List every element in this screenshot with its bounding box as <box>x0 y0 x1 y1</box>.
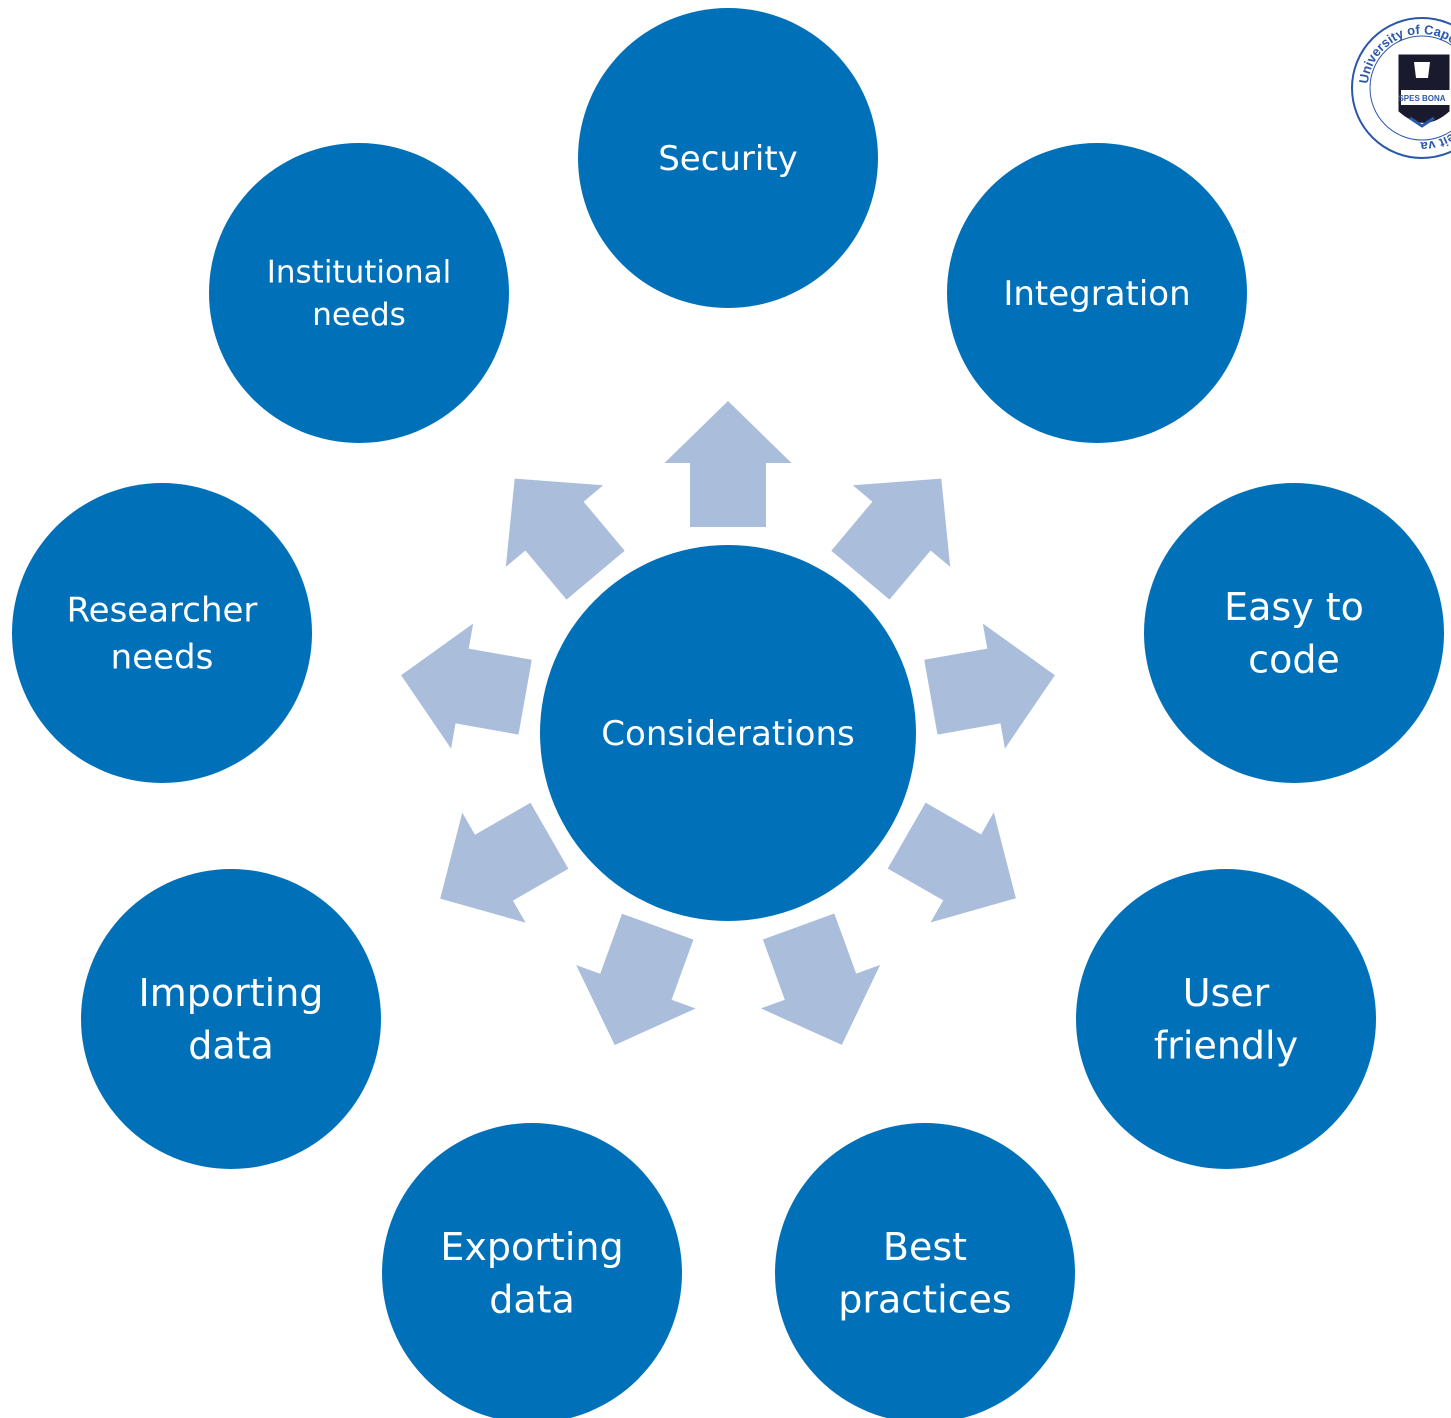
node-best-practices-label-line: Best <box>883 1225 967 1269</box>
node-exporting-data-label-line: data <box>489 1278 575 1322</box>
node-security: Security <box>578 8 878 308</box>
node-easy-to-code-label-line: code <box>1248 638 1340 682</box>
node-easy-to-code-circle <box>1144 483 1444 783</box>
arrow-to-institutional-needs <box>505 478 625 600</box>
node-importing-data-label-line: Importing <box>139 971 324 1015</box>
node-security-circle <box>578 8 878 308</box>
node-exporting-data-label-line: Exporting <box>440 1225 623 1269</box>
node-institutional-needs: Institutional needs <box>209 143 509 443</box>
node-importing-data-label-line: data <box>188 1024 274 1068</box>
node-researcher-needs-label-line: needs <box>111 637 214 677</box>
arrow-to-integration <box>831 478 951 600</box>
uct-crest-icon: SPES BONA <box>1395 51 1451 128</box>
center-node-considerations-circle <box>540 545 916 921</box>
arrow-to-researcher-needs <box>401 623 532 749</box>
node-institutional-needs-label-line: needs <box>312 297 406 333</box>
logo-outer-ring <box>1351 17 1451 159</box>
node-exporting-data-circle <box>382 1123 682 1418</box>
node-user-friendly-label-line: User <box>1183 971 1270 1015</box>
arrow-to-importing-data <box>440 802 569 923</box>
node-researcher-needs-label-line: Researcher <box>67 590 258 630</box>
center-node-considerations: Considerations <box>540 545 916 921</box>
node-importing-data: Importing data <box>81 869 381 1169</box>
node-integration-label-line: Integration <box>1003 274 1190 314</box>
node-best-practices-label-line: practices <box>838 1278 1011 1322</box>
node-best-practices-circle <box>775 1123 1075 1418</box>
node-integration-circle <box>947 143 1247 443</box>
node-exporting-data: Exporting data <box>382 1123 682 1418</box>
logo-motto: SPES BONA <box>1398 94 1445 103</box>
arrow-to-security <box>664 401 792 527</box>
arrow-to-best-practices <box>760 913 881 1045</box>
node-importing-data-circle <box>81 869 381 1169</box>
node-easy-to-code-label-line: Easy to <box>1224 585 1364 629</box>
node-best-practices: Best practices <box>775 1123 1075 1418</box>
logo-inner-ring <box>1369 35 1451 141</box>
node-institutional-needs-label-line: Institutional <box>267 254 452 290</box>
arrows-layer <box>401 401 1055 1046</box>
node-researcher-needs: Researcher needs <box>12 483 312 783</box>
node-institutional-needs-circle <box>209 143 509 443</box>
node-easy-to-code: Easy to code <box>1144 483 1444 783</box>
node-researcher-needs-circle <box>12 483 312 783</box>
node-security-label-line: Security <box>658 139 798 179</box>
center-node-considerations-label-line: Considerations <box>601 714 854 754</box>
arrow-to-easy-to-code <box>924 623 1055 749</box>
node-integration: Integration <box>947 143 1247 443</box>
arrow-to-user-friendly <box>887 802 1016 923</box>
node-user-friendly-label-line: friendly <box>1154 1024 1298 1068</box>
node-user-friendly-circle <box>1076 869 1376 1169</box>
arrow-to-exporting-data <box>576 913 696 1046</box>
node-user-friendly: User friendly <box>1076 869 1376 1169</box>
